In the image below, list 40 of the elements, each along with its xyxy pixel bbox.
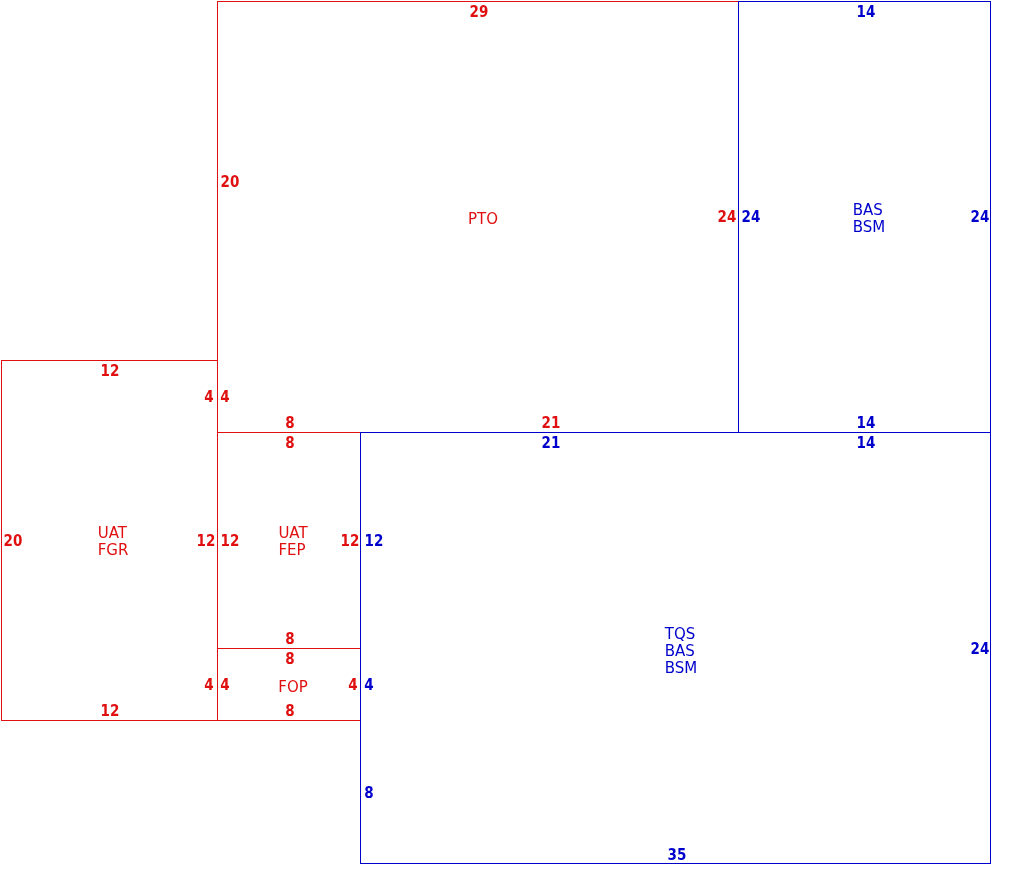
dimension-label: 14 [856,414,876,432]
dimension-label: 4 [204,388,214,406]
area-label: UAT FGR [97,525,129,559]
dimension-label: 14 [856,3,876,21]
dimension-label: 20 [220,173,240,191]
dimension-label: 29 [469,3,489,21]
area-label: FOP [278,678,308,696]
dimension-label: 12 [364,532,384,550]
dimension-label: 12 [220,532,240,550]
area-label: TQS BAS BSM [664,625,698,677]
area-box [738,1,991,433]
dimension-label: 4 [364,676,374,694]
dimension-label: 14 [856,434,876,452]
dimension-label: 8 [364,784,374,802]
dimension-label: 20 [3,532,23,550]
area-label: BAS BSM [852,202,886,236]
dimension-label: 21 [541,434,561,452]
dimension-label: 8 [285,414,295,432]
dimension-label: 8 [285,630,295,648]
dimension-label: 8 [285,650,295,668]
dimension-label: 4 [204,676,214,694]
area-box [360,432,991,864]
dimension-label: 12 [100,702,120,720]
area-box [1,360,218,721]
dimension-label: 12 [340,532,360,550]
dimension-label: 12 [100,362,120,380]
dimension-label: 8 [285,434,295,452]
dimension-label: 35 [667,846,687,864]
dimension-label: 4 [220,676,230,694]
dimension-label: 24 [717,208,737,226]
dimension-label: 12 [196,532,216,550]
area-label: PTO [468,210,498,228]
dimension-label: 21 [541,414,561,432]
dimension-label: 4 [348,676,358,694]
dimension-label: 4 [220,388,230,406]
dimension-label: 24 [741,208,761,226]
dimension-label: 24 [970,208,990,226]
dimension-label: 8 [285,702,295,720]
dimension-label: 24 [970,640,990,658]
area-label: UAT FEP [278,525,308,559]
